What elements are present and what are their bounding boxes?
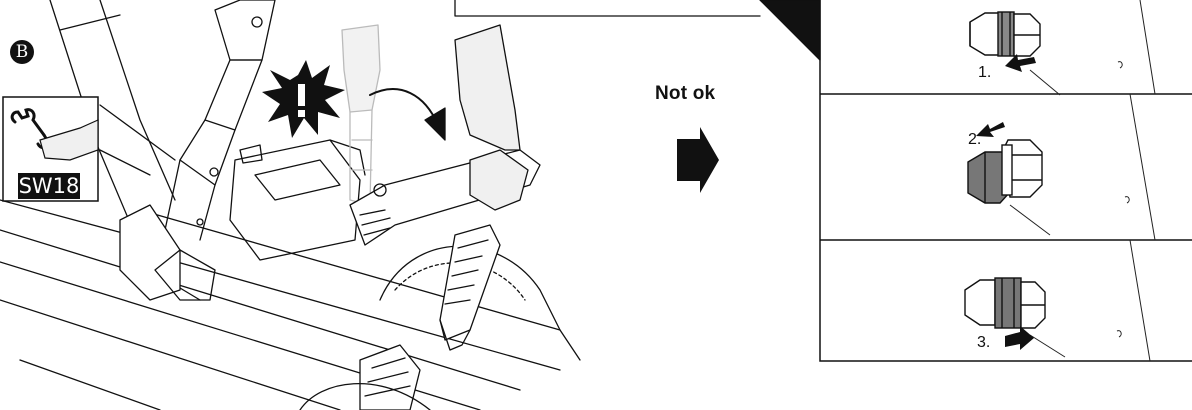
step-label: 2. — [968, 131, 981, 149]
step-label: 3. — [977, 334, 990, 352]
right-arrow-icon — [677, 127, 719, 193]
section-marker: B — [10, 40, 34, 64]
verdict-label: Not ok — [655, 83, 715, 105]
exclamation-burst-icon — [262, 60, 345, 138]
tool-size-badge: SW18 — [18, 173, 80, 199]
step-label: 1. — [978, 64, 991, 82]
